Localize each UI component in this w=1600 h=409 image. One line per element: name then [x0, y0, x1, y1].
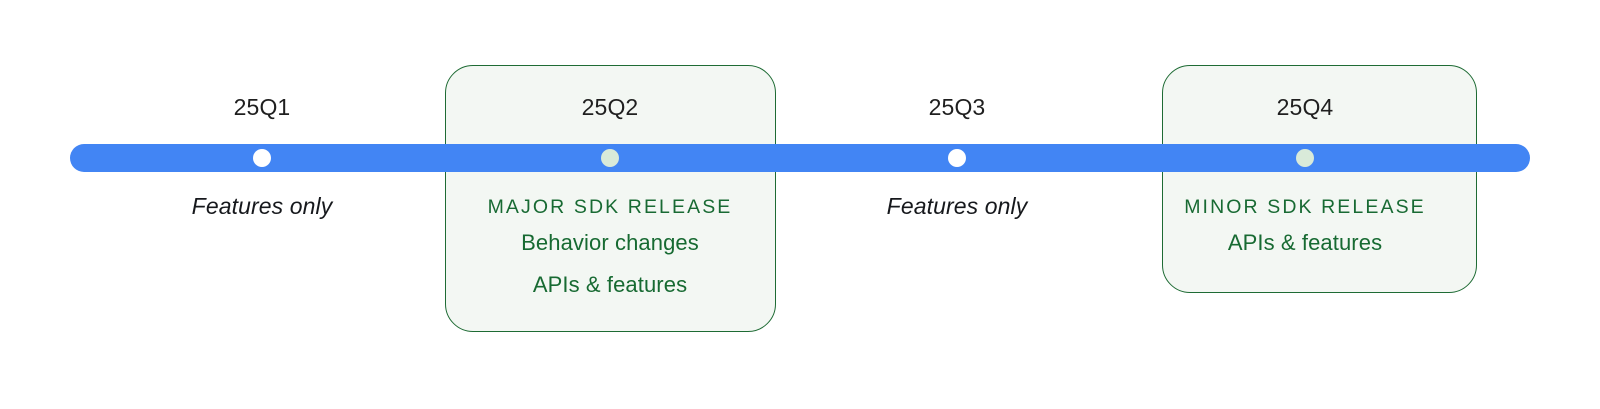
milestone-details-q2: MAJOR SDK RELEASE Behavior changes APIs … — [488, 192, 733, 306]
milestone-dot-q2[interactable] — [601, 149, 619, 167]
timeline-rail — [70, 144, 1530, 172]
release-line-q2-2: APIs & features — [532, 272, 688, 297]
milestone-dot-q3[interactable] — [948, 149, 966, 167]
release-line-q2-1: Behavior changes — [521, 230, 699, 255]
quarter-label-q4: 25Q4 — [1276, 94, 1334, 120]
milestone-details-q4: MINOR SDK RELEASE APIs & features — [1184, 192, 1426, 264]
release-kicker-q2: MAJOR SDK RELEASE — [487, 196, 733, 218]
milestone-note-q3: Features only — [886, 193, 1028, 219]
release-kicker-q4: MINOR SDK RELEASE — [1184, 196, 1426, 218]
quarter-label-q2: 25Q2 — [581, 94, 639, 120]
milestone-note-q1: Features only — [191, 193, 333, 219]
release-line-q4-1: APIs & features — [1227, 230, 1383, 255]
milestone-card-q2 — [445, 65, 776, 332]
quarter-label-q1: 25Q1 — [233, 94, 291, 120]
quarter-label-q3: 25Q3 — [928, 94, 986, 120]
milestone-dot-q1[interactable] — [253, 149, 271, 167]
milestone-dot-q4[interactable] — [1296, 149, 1314, 167]
milestone-card-q4 — [1162, 65, 1477, 293]
